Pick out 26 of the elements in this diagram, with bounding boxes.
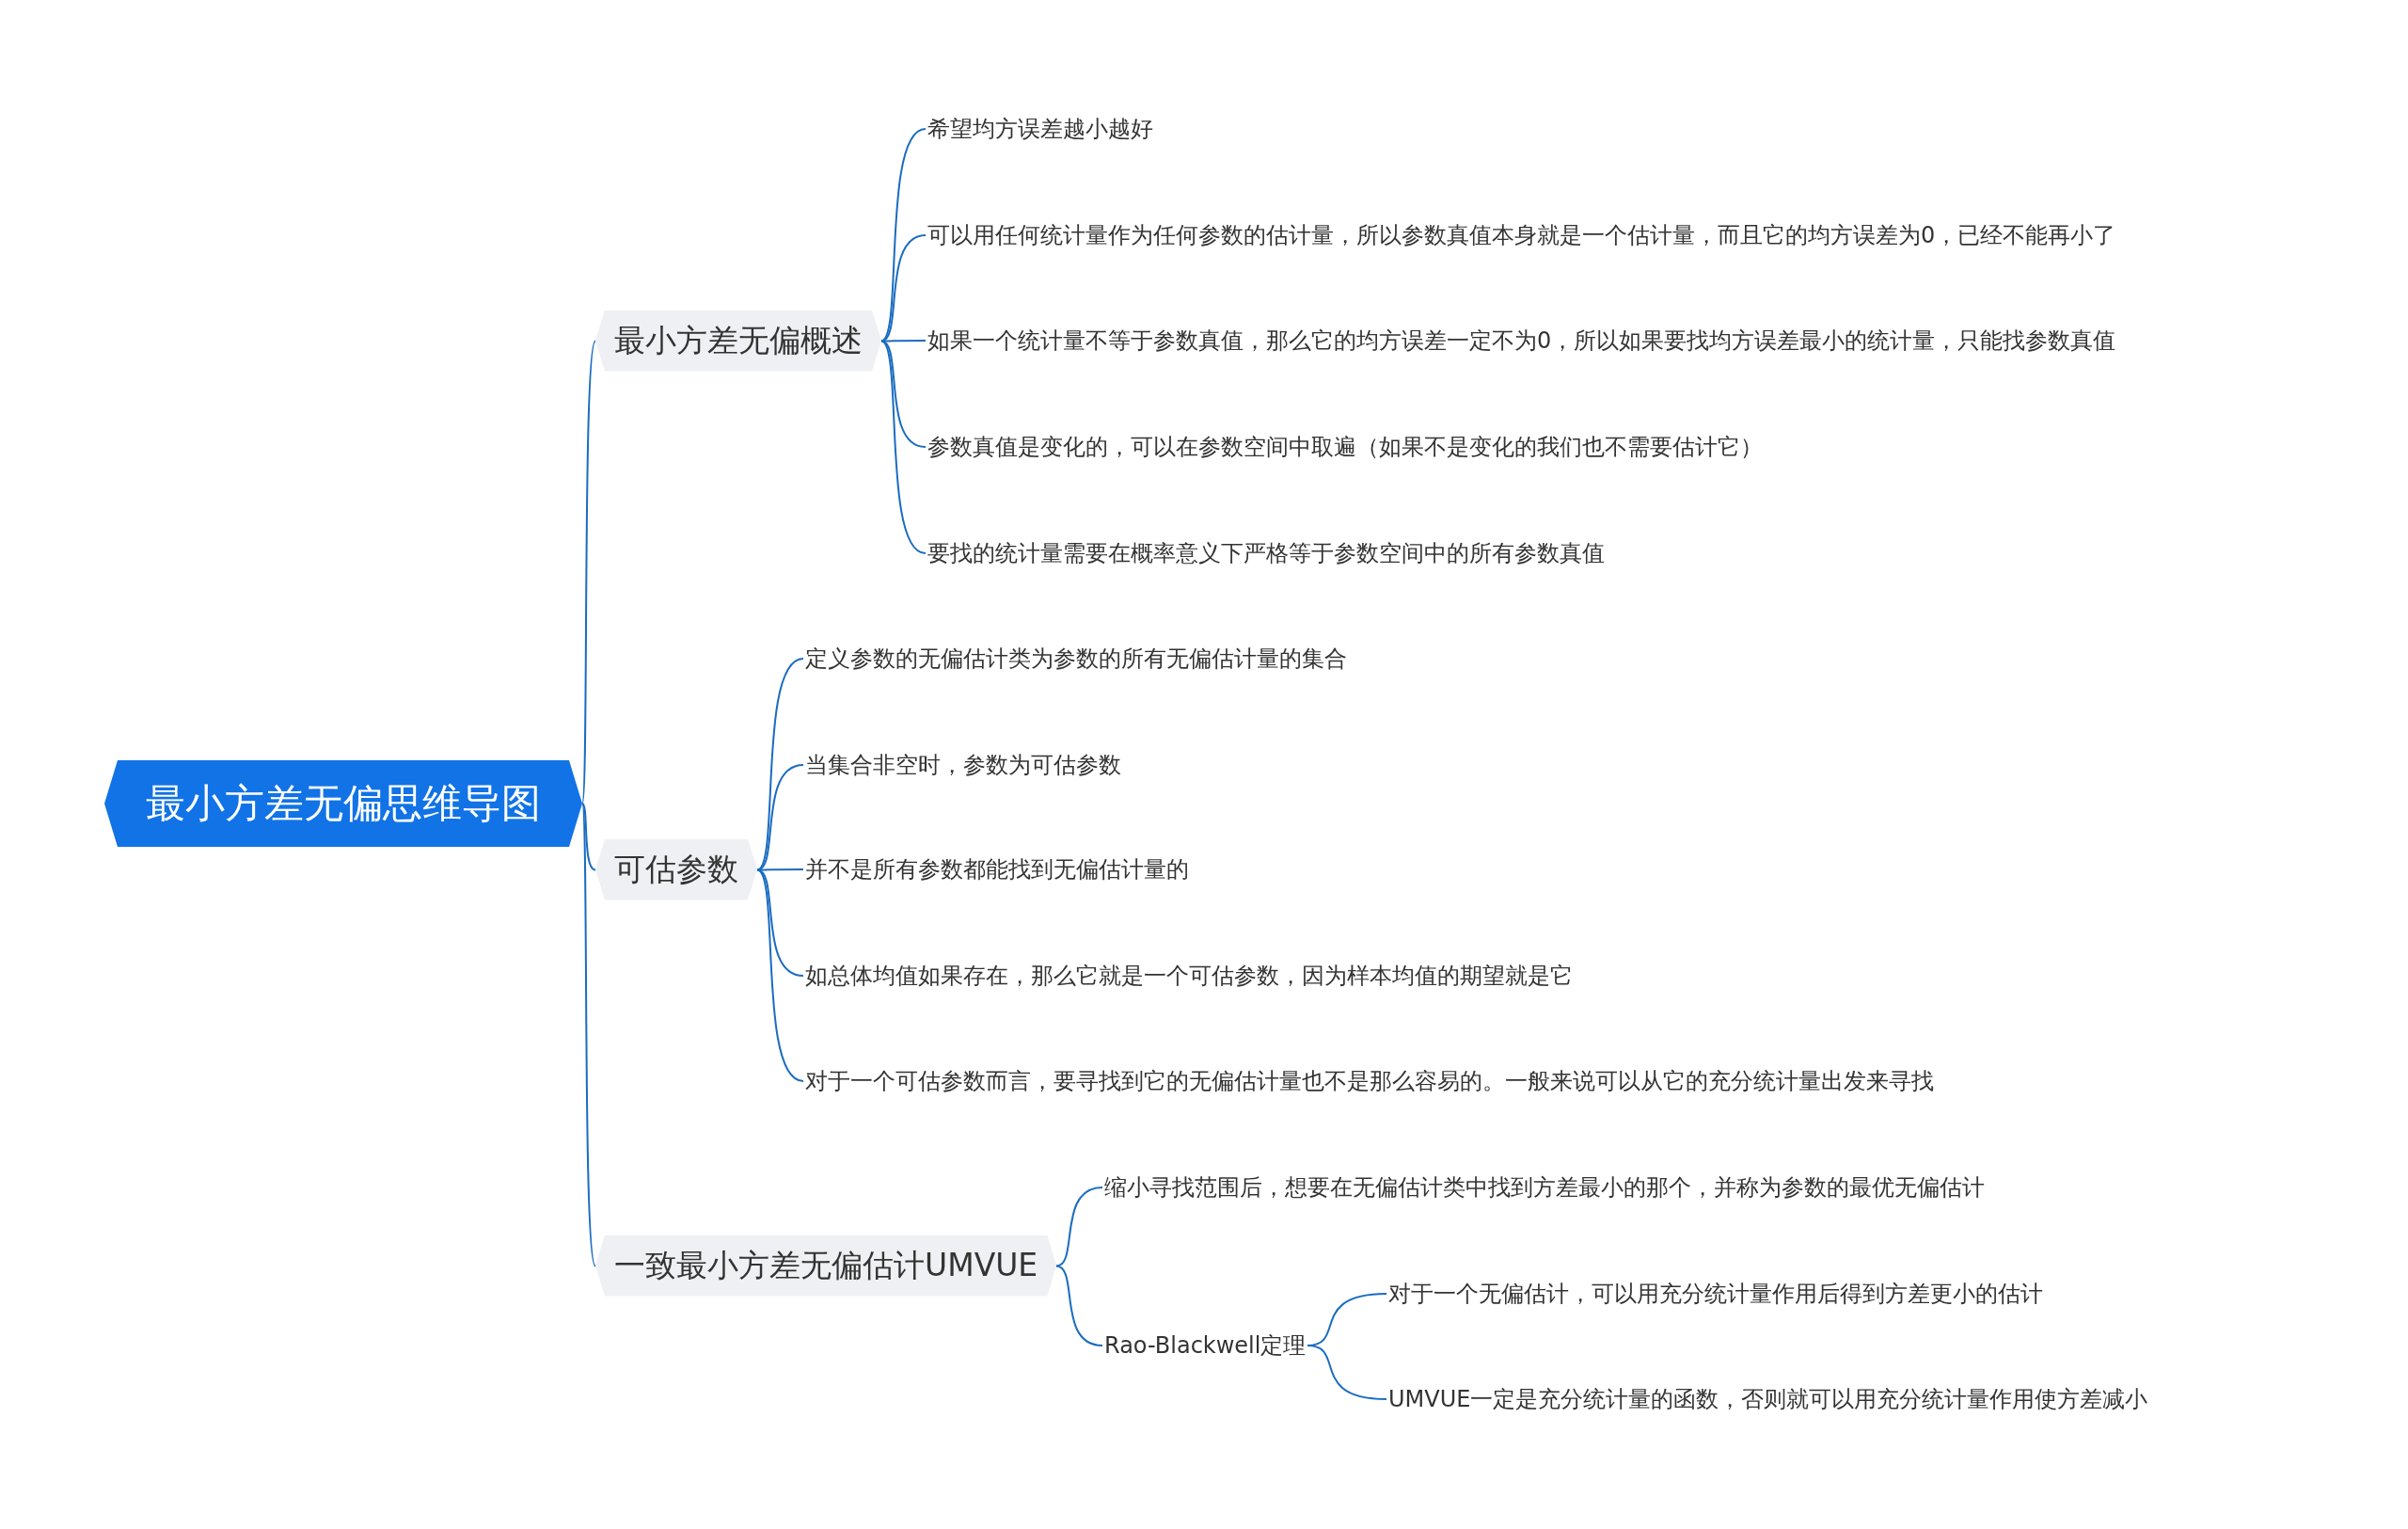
- connector-line: [756, 868, 804, 1082]
- topic-text: 如果一个统计量不等于参数真值，那么它的均方误差一定不为0，所以如果要找均方误差最小的统计量，只能找参数真值: [926, 322, 2118, 359]
- central-topic: 最小方差无偏思维导图: [104, 760, 582, 847]
- connector-line: [880, 128, 927, 342]
- topic-text: 可以用任何统计量作为任何参数的估计量，所以参数真值本身就是一个估计量，而且它的均方误差为0，已经不能再小了: [926, 216, 2118, 254]
- topic-text: UMVUE一定是充分统计量的函数，否则就可以用充分统计量作用使方差减小: [1386, 1380, 2150, 1418]
- connector-line: [880, 340, 927, 554]
- topic-text: 对于一个无偏估计，可以用充分统计量作用后得到方差更小的估计: [1386, 1275, 2045, 1313]
- connector-line: [1307, 1345, 1387, 1400]
- subtopic-box: 可估参数: [595, 838, 757, 900]
- connector-line: [1055, 1187, 1103, 1267]
- topic-text: 定义参数的无偏估计类为参数的所有无偏估计量的集合: [803, 640, 1349, 677]
- topic-text: Rao-Blackwell定理: [1102, 1327, 1308, 1364]
- connector-line: [756, 658, 804, 871]
- topic-text: 参数真值是变化的，可以在参数空间中取遍（如果不是变化的我们也不需要估计它）: [926, 428, 1765, 466]
- topic-text: 要找的统计量需要在概率意义下严格等于参数空间中的所有参数真值: [926, 534, 1607, 572]
- topic-text: 对于一个可估参数而言，要寻找到它的无偏估计量也不是那么容易的。一般来说可以从它的充分统计量出发来寻找: [803, 1062, 1936, 1100]
- topic-text: 并不是所有参数都能找到无偏估计量的: [803, 851, 1191, 888]
- topic-text: 当集合非空时，参数为可估参数: [803, 746, 1123, 784]
- subtopic-box: 一致最小方差无偏估计UMVUE: [595, 1234, 1057, 1297]
- topic-text: 如总体均值如果存在，那么它就是一个可估参数，因为样本均值的期望就是它: [803, 957, 1575, 995]
- subtopic-box: 最小方差无偏概述: [595, 310, 881, 372]
- connector-line: [581, 803, 596, 871]
- connector-line: [1055, 1265, 1103, 1346]
- topic-text: 缩小寻找范围后，想要在无偏估计类中找到方差最小的那个，并称为参数的最优无偏估计: [1102, 1169, 1987, 1206]
- topic-text: 希望均方误差越小越好: [926, 110, 1155, 148]
